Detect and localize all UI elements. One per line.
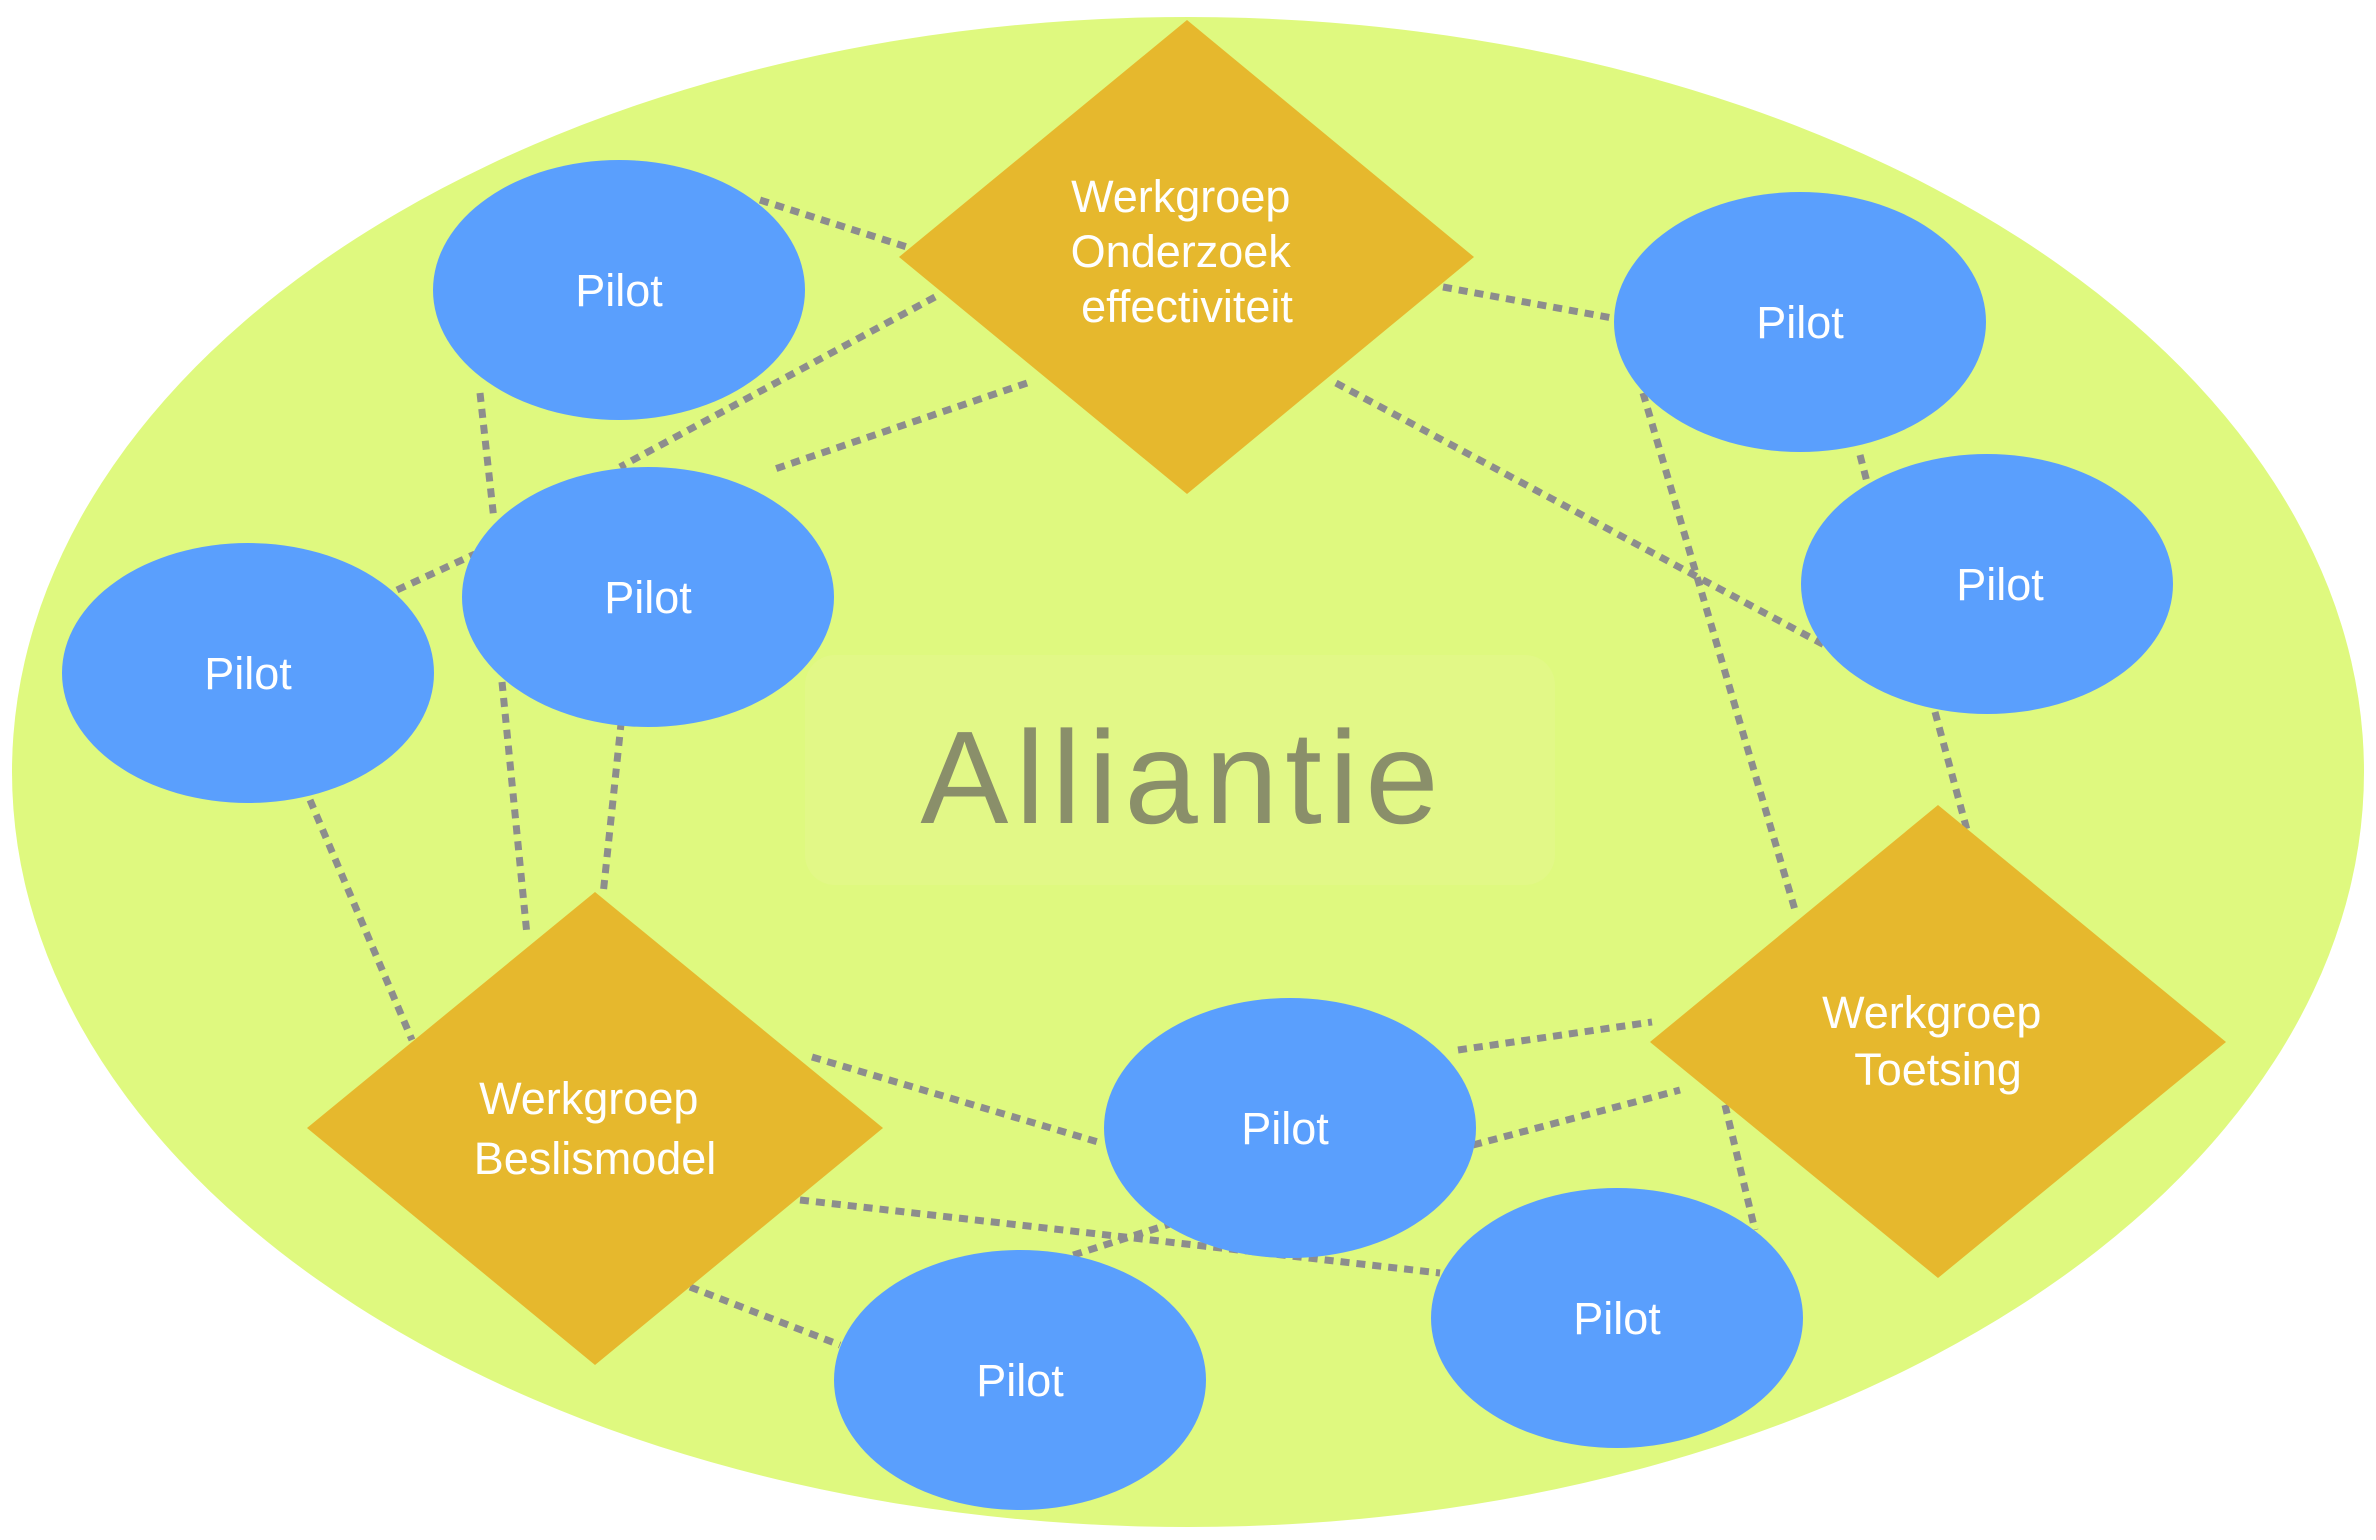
svg-text:Werkgroep Beslismodel: Werkgroep Beslismodel (474, 1073, 717, 1184)
pilot-label: Pilot (976, 1355, 1064, 1406)
pilot-label: Pilot (1573, 1293, 1661, 1344)
pilot-label: Pilot (1241, 1103, 1329, 1154)
connector (618, 293, 937, 471)
werkgroep-label: effectiviteit (1081, 281, 1293, 332)
werkgroep-onderzoek-effectiviteit[interactable]: Werkgroep Onderzoek effectiviteit (899, 20, 1474, 494)
connector (1856, 454, 1871, 483)
svg-text:Werkgroep Toetsing: Werkgroep Toetsing (1822, 987, 2054, 1095)
pilot-ellipse (433, 160, 805, 420)
werkgroep-diamond (307, 892, 883, 1365)
pilot-node[interactable]: Pilot (433, 160, 805, 420)
werkgroep-beslismodel[interactable]: Werkgroep Beslismodel (307, 892, 883, 1365)
werkgroep-label: Werkgroep (479, 1073, 698, 1124)
connector (1457, 1018, 1653, 1054)
connector (1721, 1104, 1759, 1231)
connector (1442, 283, 1613, 322)
pilot-node[interactable]: Pilot (1431, 1188, 1803, 1448)
werkgroep-label: Beslismodel (474, 1133, 717, 1184)
werkgroep-label: Werkgroep (1822, 987, 2041, 1038)
pilot-ellipse (1614, 192, 1986, 452)
connector (1472, 1086, 1681, 1149)
pilot-node[interactable]: Pilot (462, 467, 834, 727)
connector (1931, 711, 1971, 831)
werkgroep-diamond (1650, 805, 2226, 1278)
connector (811, 1053, 1099, 1146)
werkgroep-label: Werkgroep (1071, 171, 1290, 222)
werkgroep-toetsing[interactable]: Werkgroep Toetsing (1650, 805, 2226, 1278)
pilot-node[interactable]: Pilot (1104, 998, 1476, 1258)
connector (1056, 1220, 1172, 1264)
pilot-ellipse (62, 543, 434, 803)
svg-text:Werkgroep Onderzoek: Werkgroep Onderzoek effectiviteit (1071, 171, 1304, 332)
pilot-node[interactable]: Pilot (1614, 192, 1986, 452)
pilot-label: Pilot (604, 572, 692, 623)
pilot-label: Pilot (575, 265, 663, 316)
connector (395, 550, 477, 594)
connector (688, 1283, 842, 1349)
connector (770, 379, 1029, 474)
pilot-ellipse (1104, 998, 1476, 1258)
connector (1639, 392, 1799, 911)
pilot-label: Pilot (204, 648, 292, 699)
werkgroep-diamond (899, 20, 1474, 494)
connectors (306, 196, 1971, 1349)
pilot-ellipse (1431, 1188, 1803, 1448)
werkgroep-label: Toetsing (1854, 1044, 2022, 1095)
pilot-node[interactable]: Pilot (834, 1250, 1206, 1510)
pilot-ellipse (1801, 454, 2173, 714)
werkgroep-label: Onderzoek (1071, 226, 1292, 277)
diagram-title: Alliantie (920, 704, 1445, 851)
pilot-node[interactable]: Pilot (1801, 454, 2173, 714)
title-plate (805, 655, 1555, 885)
pilot-ellipse (834, 1250, 1206, 1510)
connector (306, 798, 416, 1042)
connector (498, 681, 531, 936)
connector (476, 392, 498, 521)
connector (758, 196, 912, 252)
pilot-ellipse (462, 467, 834, 727)
pilot-label: Pilot (1756, 297, 1844, 348)
pilot-label: Pilot (1956, 559, 2044, 610)
pilot-node[interactable]: Pilot (62, 543, 434, 803)
